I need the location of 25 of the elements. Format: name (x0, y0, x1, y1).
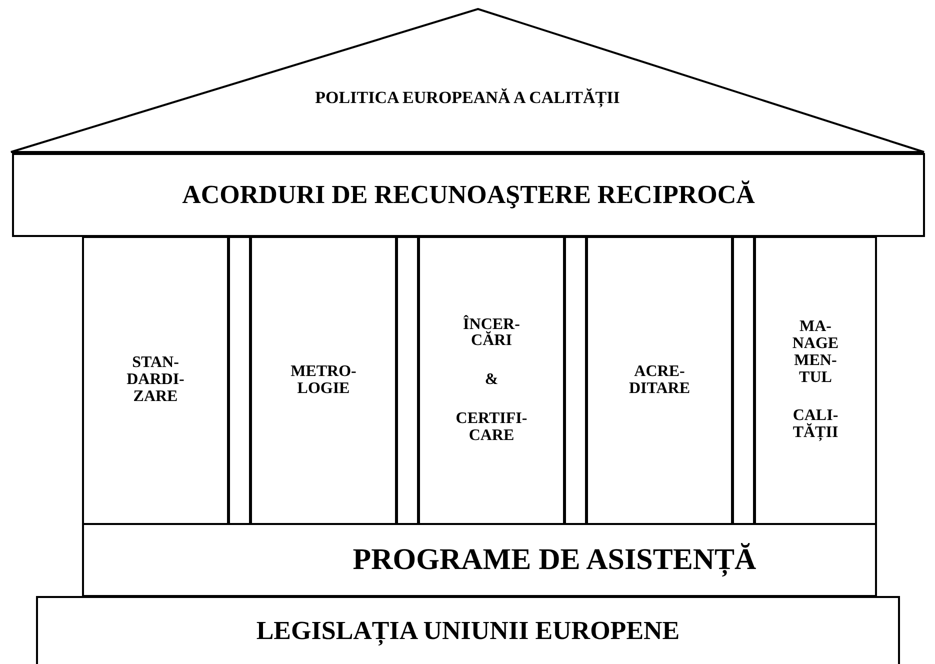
pillar (586, 236, 733, 525)
pillar-label: ACRE- DITARE (628, 364, 690, 398)
column-gap (396, 236, 419, 525)
column-gap (732, 236, 755, 525)
pillar-label: MA- NAGE MEN- TUL (792, 319, 839, 386)
pillar (82, 236, 229, 525)
roof-label: POLITICA EUROPEANĂ A CALITĂȚII (315, 88, 620, 108)
base-slab (82, 523, 877, 597)
beam-label: LEGISLAȚIA UNIUNII EUROPENE (256, 616, 680, 646)
pillar-label: METRO- LOGIE (290, 364, 356, 398)
pillar-label: & (484, 372, 498, 389)
pillar-label: ÎNCER- CĂRI (463, 316, 520, 350)
beam-label: PROGRAME DE ASISTENȚĂ (352, 543, 756, 577)
column-gap (564, 236, 587, 525)
pillar (754, 236, 877, 525)
column-gap (228, 236, 251, 525)
beam-label: ACORDURI DE RECUNOAŞTERE RECIPROCĂ (182, 180, 755, 210)
roof-triangle (10, 8, 925, 153)
pillar (250, 236, 397, 525)
pillar (418, 236, 565, 525)
pillar-label: CALI- TĂȚII (792, 408, 838, 442)
base-slab (36, 596, 900, 664)
pillar-label: CERTIFI- CARE (456, 410, 528, 444)
pillar-label: STAN- DARDI- ZARE (126, 355, 184, 406)
architrave-beam (12, 153, 925, 237)
